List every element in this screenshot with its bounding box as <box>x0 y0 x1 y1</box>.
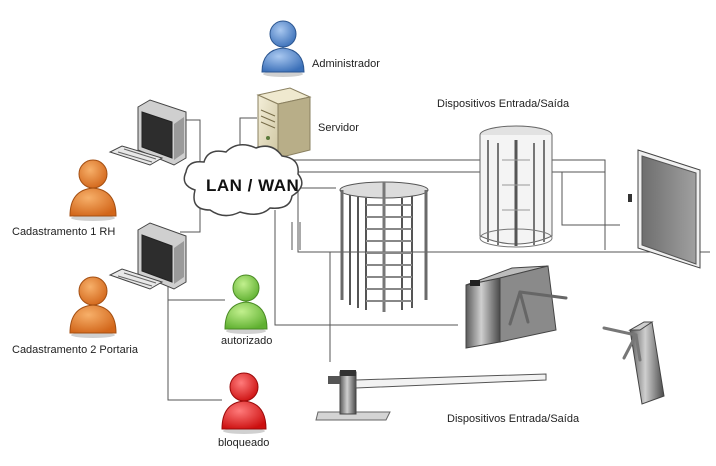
cadastro-portaria-label: Cadastramento 2 Portaria <box>12 344 138 356</box>
devices-bottom-label: Dispositivos Entrada/Saída <box>447 413 580 425</box>
servidor-label: Servidor <box>318 122 359 134</box>
bloqueado-label: bloqueado <box>218 437 270 449</box>
barrier-gate-icon <box>315 370 547 421</box>
cadastro-rh-label: Cadastramento 1 RH <box>12 226 116 238</box>
cadastro-portaria-user-icon <box>69 276 117 338</box>
administrador-label: Administrador <box>312 58 380 70</box>
server-icon <box>256 87 312 159</box>
door-reader-icon <box>628 194 632 202</box>
devices-top-label: Dispositivos Entrada/Saída <box>437 98 570 110</box>
administrador-user-icon <box>261 20 305 77</box>
bloqueado-user-icon <box>221 372 267 434</box>
autorizado-user-icon <box>224 274 268 334</box>
lan-wan-cloud-icon <box>183 144 303 217</box>
full-height-turnstile-icon <box>339 181 429 312</box>
connection-lines <box>167 117 710 401</box>
door-icon <box>628 149 701 269</box>
network-label: LAN / WAN <box>206 176 300 195</box>
autorizado-label: autorizado <box>221 335 273 347</box>
tripod-turnstile-icon <box>465 265 568 349</box>
cylindrical-turnstile-icon <box>479 125 553 248</box>
pedestal-turnstile-icon <box>602 321 665 405</box>
computer-1-icon <box>108 99 187 166</box>
cadastro-rh-user-icon <box>69 159 117 221</box>
computer-2-icon <box>108 222 187 290</box>
